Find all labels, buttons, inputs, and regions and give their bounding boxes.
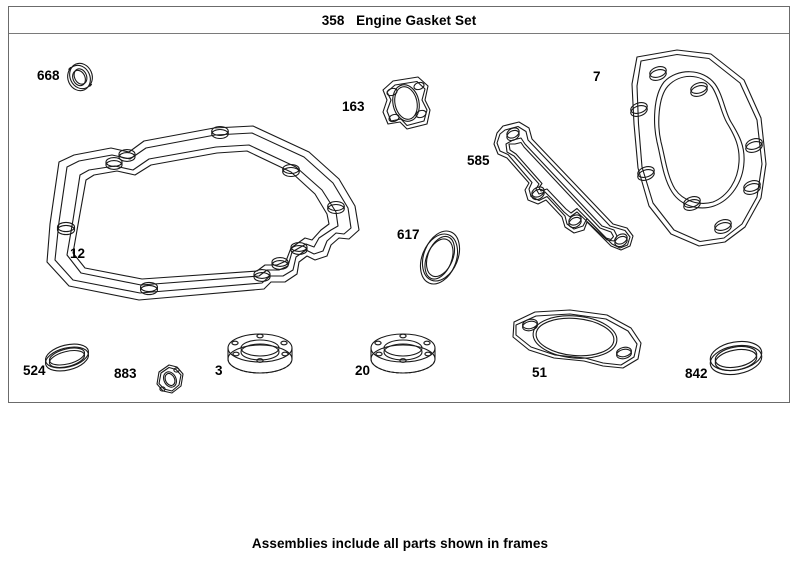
- part-12-crankcase-gasket: [46, 125, 360, 301]
- callout-842: 842: [685, 366, 708, 381]
- part-842-o-ring-seal-large: [709, 340, 763, 376]
- callout-585: 585: [467, 153, 490, 168]
- part-20-bearing-flange-lower: [370, 333, 436, 374]
- part-12-bolt-holes: [56, 125, 345, 296]
- callout-7: 7: [593, 69, 601, 84]
- part-883-intake-gasket-small: [156, 364, 184, 394]
- callout-12: 12: [70, 246, 86, 261]
- callout-51: 51: [532, 365, 548, 380]
- frame-title: 358 Engine Gasket Set: [321, 12, 477, 28]
- callout-617: 617: [397, 227, 420, 242]
- part-617-seal-o-ring: [419, 230, 461, 285]
- part-163-carburetor-gasket: [382, 76, 431, 130]
- callout-524: 524: [23, 363, 46, 378]
- callout-3: 3: [215, 363, 223, 378]
- part-7-cylinder-head-gasket: [630, 49, 767, 247]
- callout-668: 668: [37, 68, 60, 83]
- footer-caption: Assemblies include all parts shown in fr…: [251, 536, 549, 551]
- callout-20: 20: [355, 363, 371, 378]
- part-524-o-ring-seal: [44, 343, 90, 372]
- callout-163: 163: [342, 99, 365, 114]
- frame-header: 358 Engine Gasket Set: [9, 7, 789, 34]
- part-7-bolt-holes: [630, 66, 763, 234]
- part-3-bearing-flange-upper: [227, 333, 293, 374]
- callout-883: 883: [114, 366, 137, 381]
- diagram-frame: 358 Engine Gasket Set: [8, 6, 790, 403]
- part-51-exhaust-gasket: [512, 309, 642, 369]
- part-585-valve-cover-gasket: [493, 121, 634, 251]
- part-668-oil-seal-ring: [67, 62, 93, 92]
- drawing-canvas: [9, 34, 789, 403]
